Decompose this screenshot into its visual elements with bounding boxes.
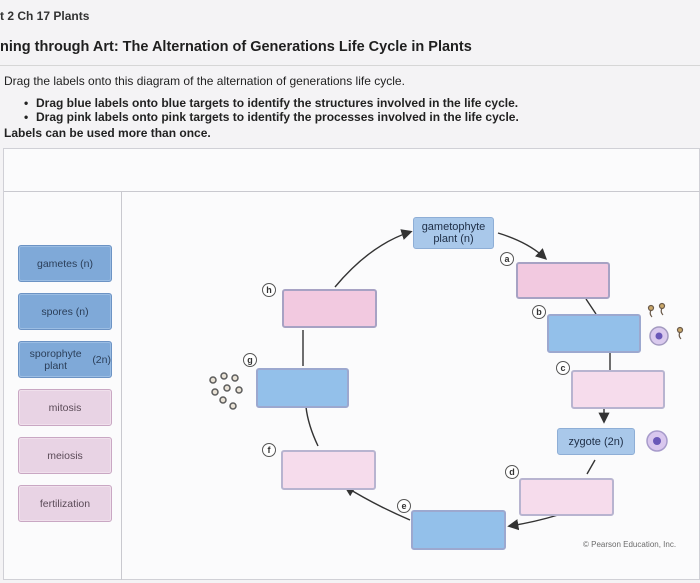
instruction-bullet-blue: Drag blue labels onto blue targets to id… xyxy=(24,96,519,110)
drop-target-b[interactable] xyxy=(547,314,641,353)
label-gametes[interactable]: gametes (n) xyxy=(18,245,112,282)
marker-h: h xyxy=(262,283,276,297)
gametes-illustration xyxy=(647,302,684,346)
page-title: ning through Art: The Alternation of Gen… xyxy=(0,39,472,55)
drop-target-d[interactable] xyxy=(519,478,614,516)
drop-target-h[interactable] xyxy=(282,289,377,328)
zygote-label: zygote (2n) xyxy=(557,428,635,455)
drop-target-a[interactable] xyxy=(516,262,610,299)
label-spores[interactable]: spores (n) xyxy=(18,293,112,330)
label-fertilization[interactable]: fertilization xyxy=(18,485,112,522)
label-mitosis[interactable]: mitosis xyxy=(18,389,112,426)
breadcrumb[interactable]: t 2 Ch 17 Plants xyxy=(0,9,90,23)
gametophyte-plant-label: gametophyte plant (n) xyxy=(413,217,494,249)
gametophyte-line2: plant (n) xyxy=(433,233,474,245)
marker-d: d xyxy=(505,465,519,479)
drop-target-f[interactable] xyxy=(281,450,376,490)
spores-illustration xyxy=(209,372,243,410)
instruction-text: Drag the labels onto this diagram of the… xyxy=(4,74,405,88)
label-sporophyte-line2: (2n) xyxy=(92,353,111,366)
marker-b: b xyxy=(532,305,546,319)
instruction-list: Drag blue labels onto blue targets to id… xyxy=(24,96,519,124)
drop-target-c[interactable] xyxy=(571,370,665,409)
instruction-note: Labels can be used more than once. xyxy=(4,126,211,140)
drop-target-e[interactable] xyxy=(411,510,506,550)
marker-g: g xyxy=(243,353,257,367)
marker-c: c xyxy=(556,361,570,375)
gametophyte-line1: gametophyte xyxy=(421,221,486,233)
label-bank-divider xyxy=(121,191,122,580)
marker-e: e xyxy=(397,499,411,513)
workspace-divider-horizontal xyxy=(4,191,700,192)
header-divider xyxy=(0,65,700,66)
marker-f: f xyxy=(262,443,276,457)
label-sporophyte-line1: sporophyte plant xyxy=(29,347,82,372)
marker-a: a xyxy=(500,252,514,266)
drop-target-g[interactable] xyxy=(256,368,349,408)
copyright-text: © Pearson Education, Inc. xyxy=(583,540,677,549)
zygote-illustration xyxy=(646,430,668,452)
label-sporophyte-plant[interactable]: sporophyte plant (2n) xyxy=(18,341,112,378)
instruction-bullet-pink: Drag pink labels onto pink targets to id… xyxy=(24,110,519,124)
label-meiosis[interactable]: meiosis xyxy=(18,437,112,474)
